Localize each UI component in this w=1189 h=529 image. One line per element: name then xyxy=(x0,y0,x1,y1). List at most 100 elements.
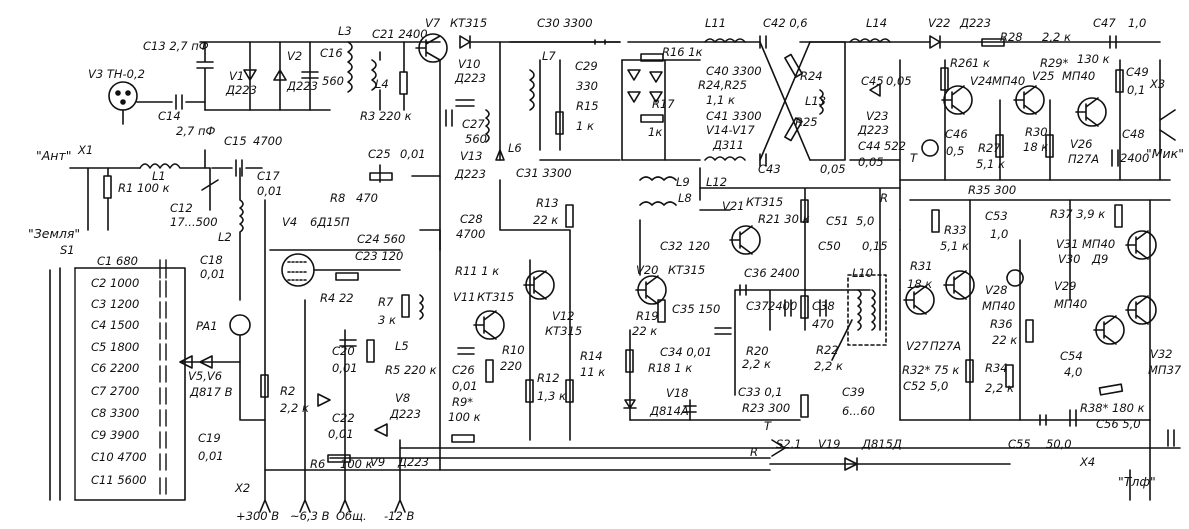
v22-label: V22 xyxy=(928,16,951,30)
v13-label: V13 xyxy=(460,149,483,163)
l5-label: L5 xyxy=(395,339,409,353)
c6-label: C6 2200 xyxy=(91,361,140,375)
v20-label: V20 xyxy=(636,263,659,277)
c30-label: C30 3300 xyxy=(537,16,593,30)
c46-t-label: T xyxy=(910,151,918,165)
c21-label: C21 2400 xyxy=(372,27,428,41)
c19-value: 0,01 xyxy=(198,449,224,463)
l2-label: L2 xyxy=(218,230,232,244)
c50-value: 0,15 xyxy=(862,239,888,253)
r29-label: R29* xyxy=(1040,56,1069,70)
r38-label: R38* 180 к xyxy=(1080,401,1145,415)
s2-label: S2.1 xyxy=(776,437,802,451)
l14-label: L14 xyxy=(866,16,888,30)
v28-type-label: МП40 xyxy=(982,299,1016,313)
r20-value: 2,2 к xyxy=(742,357,771,371)
v19-type-label: Д815Д xyxy=(862,437,902,451)
r4-label: R4 22 xyxy=(320,291,354,305)
r11-label: R11 1 к xyxy=(455,264,500,278)
v10-type-label: Д223 xyxy=(455,71,486,85)
c39-value: 6...60 xyxy=(842,404,875,418)
c54-label: C54 xyxy=(1060,349,1083,363)
r35-label: R35 300 xyxy=(968,183,1017,197)
r24-label: R24 xyxy=(800,69,823,83)
r10-value: 220 xyxy=(500,359,522,373)
v8-label: V8 xyxy=(395,391,411,405)
c46-value: 0,5 xyxy=(946,144,965,158)
l7-label: L7 xyxy=(542,49,556,63)
c26-label: C26 xyxy=(452,363,475,377)
c7-label: C7 2700 xyxy=(91,384,140,398)
c4-label: C4 1500 xyxy=(91,318,140,332)
v5v6-label: V5,V6 xyxy=(188,369,223,383)
c29-label: C29 xyxy=(575,59,598,73)
r32-label: R32* 75 к xyxy=(902,363,960,377)
c9-label: C9 3900 xyxy=(91,428,140,442)
c43-value: 0,05 xyxy=(820,162,846,176)
c54-value: 4,0 xyxy=(1064,365,1083,379)
v1-type-label: Д223 xyxy=(226,83,257,97)
v25-type-label: МП40 xyxy=(1062,69,1096,83)
r17-value: 1к xyxy=(648,125,663,139)
c19-label: C19 xyxy=(198,431,221,445)
r30-label: R30 xyxy=(1025,125,1048,139)
l13-label: L13 xyxy=(805,94,827,108)
c32-value: 120 xyxy=(688,239,710,253)
r19-value: 22 к xyxy=(632,324,658,338)
c36-label: C36 2400 xyxy=(744,266,800,280)
r37-label: R37 3,9 к xyxy=(1050,207,1106,221)
c55-label: C55 xyxy=(1008,437,1031,451)
v14v17-label: V14-V17 xyxy=(706,123,755,137)
v7-type-label: КТ315 xyxy=(450,16,488,30)
v1-label: V1 xyxy=(229,69,245,83)
c44-value: 522 xyxy=(884,139,906,153)
c23-label: C23 120 xyxy=(355,249,404,263)
s2-t-label: T xyxy=(764,419,772,433)
v4-label: V4 xyxy=(282,215,298,229)
r33-label: R33 xyxy=(944,223,967,237)
r33-value: 5,1 к xyxy=(940,239,969,253)
r14-label: R14 xyxy=(580,349,603,363)
supply-300v-label: +300 В xyxy=(236,509,280,523)
c44-label: C44 xyxy=(858,139,881,153)
c52-value: 5,0 xyxy=(930,379,949,393)
r36-label: R36 xyxy=(990,317,1013,331)
c14-label: C14 xyxy=(158,109,181,123)
c33-label: C33 0,1 xyxy=(738,385,783,399)
c32-label: C32 xyxy=(660,239,683,253)
r17-label: R17 xyxy=(652,97,675,111)
c46-label: C46 xyxy=(945,127,968,141)
v26-type-label: П27А xyxy=(1068,152,1100,166)
c41-label: C41 3300 xyxy=(706,109,762,123)
s2-r-label: R xyxy=(750,445,758,459)
c12-value: 17...500 xyxy=(170,215,218,229)
c20-value: 0,01 xyxy=(332,361,358,375)
x4-label: X4 xyxy=(1080,455,1096,469)
l9-label: L9 xyxy=(676,175,690,189)
r8-label: R8 xyxy=(330,191,346,205)
r2-label: R2 xyxy=(280,384,296,398)
r22-value: 2,2 к xyxy=(814,359,843,373)
c37-value: 2400 xyxy=(768,299,798,313)
v18-label: V18 xyxy=(666,386,689,400)
r31-label: R31 xyxy=(910,259,933,273)
c20-label: C20 xyxy=(332,344,355,358)
c16-label: C16 xyxy=(320,46,343,60)
r3-label: R3 220 к xyxy=(360,109,412,123)
pa1-label: PA1 xyxy=(196,319,218,333)
r19-label: R19 xyxy=(636,309,659,323)
v13-type-label: Д223 xyxy=(455,167,486,181)
c12-label: C12 xyxy=(170,201,193,215)
c18-label: C18 xyxy=(200,253,223,267)
x3-label: X3 xyxy=(1150,77,1166,91)
l4-label: L4 xyxy=(375,77,389,91)
r1-value: 100 к xyxy=(137,181,170,195)
c39-label: C39 xyxy=(842,385,865,399)
v32-label: V32 xyxy=(1150,347,1173,361)
c10-label: C10 4700 xyxy=(91,450,147,464)
v3-label: V3 ТН-0,2 xyxy=(88,67,145,81)
c11-label: C11 5600 xyxy=(91,473,147,487)
r27-value: 5,1 к xyxy=(976,157,1005,171)
c51-label: C51 xyxy=(826,214,849,228)
